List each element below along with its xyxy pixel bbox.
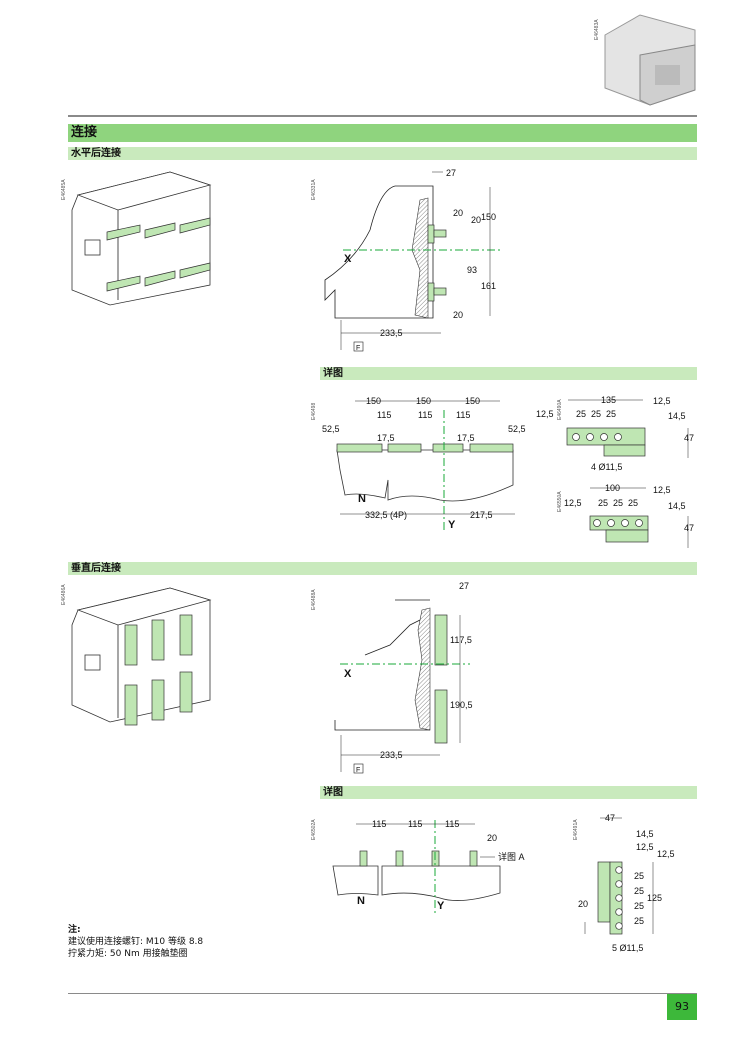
note-torque: 拧紧力矩: 50 Nm 用接触垫圈 bbox=[68, 949, 188, 959]
fig-code: E46331A bbox=[311, 179, 317, 200]
dim-25: 25 bbox=[634, 871, 644, 881]
busbar-detail-100: E46550A 100 12,5 25 25 25 12,5 14,5 47 bbox=[557, 483, 694, 548]
dim-27: 27 bbox=[446, 168, 456, 178]
dim-25: 25 bbox=[634, 916, 644, 926]
dim-93: 93 bbox=[467, 265, 477, 275]
dim-150: 150 bbox=[481, 212, 496, 222]
dim-27: 27 bbox=[459, 581, 469, 591]
dim-47: 47 bbox=[684, 523, 694, 533]
neutral-label: N bbox=[358, 493, 366, 505]
page-number: 93 bbox=[667, 994, 697, 1020]
dim-115: 115 bbox=[408, 819, 422, 829]
dim-14-5: 14,5 bbox=[636, 829, 654, 839]
dim-115: 115 bbox=[445, 819, 459, 829]
dim-17-5: 17,5 bbox=[377, 433, 395, 443]
dim-150: 150 bbox=[416, 396, 431, 406]
dim-115: 115 bbox=[456, 410, 470, 420]
section-header-connection: 连接 bbox=[68, 124, 697, 142]
dim-25: 25 bbox=[634, 886, 644, 896]
dim-117-5: 117,5 bbox=[450, 635, 472, 645]
top-divider bbox=[68, 115, 697, 117]
dim-25: 25 bbox=[606, 409, 616, 419]
dim-190-5: 190,5 bbox=[450, 700, 473, 710]
dim-115: 115 bbox=[377, 410, 391, 420]
axis-x-label: X bbox=[344, 668, 352, 680]
detail-a-callout: 详图 A bbox=[498, 851, 525, 862]
busbar-detail-vertical: E46491A 47 14,5 12,5 12,5 25 25 25 25 12… bbox=[573, 813, 675, 953]
dim-20: 20 bbox=[578, 899, 588, 909]
horizontal-iso-drawing: E46485A bbox=[61, 171, 212, 306]
fig-code: E46486A bbox=[61, 584, 67, 605]
horizontal-side-drawing: E46331A 27 20 20 150 X 93 161 20 233,5 F bbox=[311, 168, 500, 352]
dim-20: 20 bbox=[471, 215, 481, 225]
dim-14-5: 14,5 bbox=[668, 411, 686, 421]
subheader-vertical: 垂直后连接 bbox=[68, 562, 697, 575]
dim-25: 25 bbox=[613, 498, 623, 508]
horizontal-front-detail: E46498 150 150 150 115 115 115 52,5 52,5… bbox=[311, 396, 526, 531]
fig-code: E46550A bbox=[557, 491, 563, 512]
dim-115: 115 bbox=[418, 410, 432, 420]
subheader-detail-vertical: 详图 bbox=[320, 786, 697, 799]
fig-code: E46485A bbox=[61, 179, 67, 200]
front-reference-label: F bbox=[356, 345, 360, 352]
holes-label: 4 Ø11,5 bbox=[591, 462, 622, 472]
dim-25: 25 bbox=[576, 409, 586, 419]
dim-150: 150 bbox=[465, 396, 480, 406]
dim-17-5: 17,5 bbox=[457, 433, 475, 443]
dim-12-5: 12,5 bbox=[657, 849, 675, 859]
dim-233-5: 233,5 bbox=[380, 328, 403, 338]
vertical-front-detail: E46502A 115 115 115 20 详图 A N Y bbox=[311, 819, 525, 915]
dim-12-5: 12,5 bbox=[536, 409, 554, 419]
note-bolts: 建议使用连接螺钉: M10 等级 8.8 bbox=[68, 937, 204, 947]
dim-12-5: 12,5 bbox=[564, 498, 582, 508]
dim-100: 100 bbox=[605, 483, 620, 493]
vertical-side-drawing: E46488A 27 117,5 X 190,5 233,5 F bbox=[311, 581, 473, 774]
fig-code: E46490A bbox=[557, 399, 563, 420]
holes-label: 5 Ø11,5 bbox=[612, 943, 643, 953]
dim-12-5: 12,5 bbox=[636, 842, 654, 852]
busbar-detail-135: E46490A 135 12,5 25 25 25 12,5 14,5 47 4… bbox=[536, 395, 694, 472]
dim-115: 115 bbox=[372, 819, 386, 829]
notes: 注: 建议使用连接螺钉: M10 等级 8.8 拧紧力矩: 50 Nm 用接触垫… bbox=[68, 924, 203, 960]
notes-title: 注: bbox=[68, 925, 81, 935]
dim-25: 25 bbox=[598, 498, 608, 508]
dim-20: 20 bbox=[487, 833, 497, 843]
dim-12-5: 12,5 bbox=[653, 396, 671, 406]
subheader-horizontal: 水平后连接 bbox=[68, 147, 697, 160]
dim-52-5: 52,5 bbox=[508, 424, 526, 434]
axis-y-label: Y bbox=[448, 519, 456, 531]
dim-135: 135 bbox=[601, 395, 616, 405]
dim-52-5: 52,5 bbox=[322, 424, 340, 434]
axis-x-label: X bbox=[344, 253, 352, 265]
dim-14-5: 14,5 bbox=[668, 501, 686, 511]
dim-161: 161 bbox=[481, 281, 496, 291]
dim-20: 20 bbox=[453, 208, 463, 218]
vertical-iso-drawing: E46486A bbox=[61, 584, 212, 726]
dim-47: 47 bbox=[684, 433, 694, 443]
dim-217-5: 217,5 bbox=[470, 510, 493, 520]
fig-code: E46483A bbox=[594, 19, 600, 40]
fig-code: E46491A bbox=[573, 819, 579, 840]
dim-25: 25 bbox=[591, 409, 601, 419]
axis-y-label: Y bbox=[437, 900, 445, 912]
bottom-divider bbox=[68, 993, 697, 994]
dim-233-5: 233,5 bbox=[380, 750, 403, 760]
dim-25: 25 bbox=[628, 498, 638, 508]
dim-12-5: 12,5 bbox=[653, 485, 671, 495]
front-reference-label: F bbox=[356, 767, 360, 774]
fig-code: E46498 bbox=[311, 403, 317, 420]
dim-47: 47 bbox=[605, 813, 615, 823]
dim-20: 20 bbox=[453, 310, 463, 320]
fig-code: E46502A bbox=[311, 819, 317, 840]
dim-125: 125 bbox=[647, 893, 662, 903]
dim-150: 150 bbox=[366, 396, 381, 406]
subheader-detail-horizontal: 详图 bbox=[320, 367, 697, 380]
neutral-label: N bbox=[357, 895, 365, 907]
fig-code: E46488A bbox=[311, 589, 317, 610]
dim-25: 25 bbox=[634, 901, 644, 911]
dim-332-5: 332,5 (4P) bbox=[365, 510, 407, 520]
breaker-photo: E46483A bbox=[594, 14, 696, 106]
